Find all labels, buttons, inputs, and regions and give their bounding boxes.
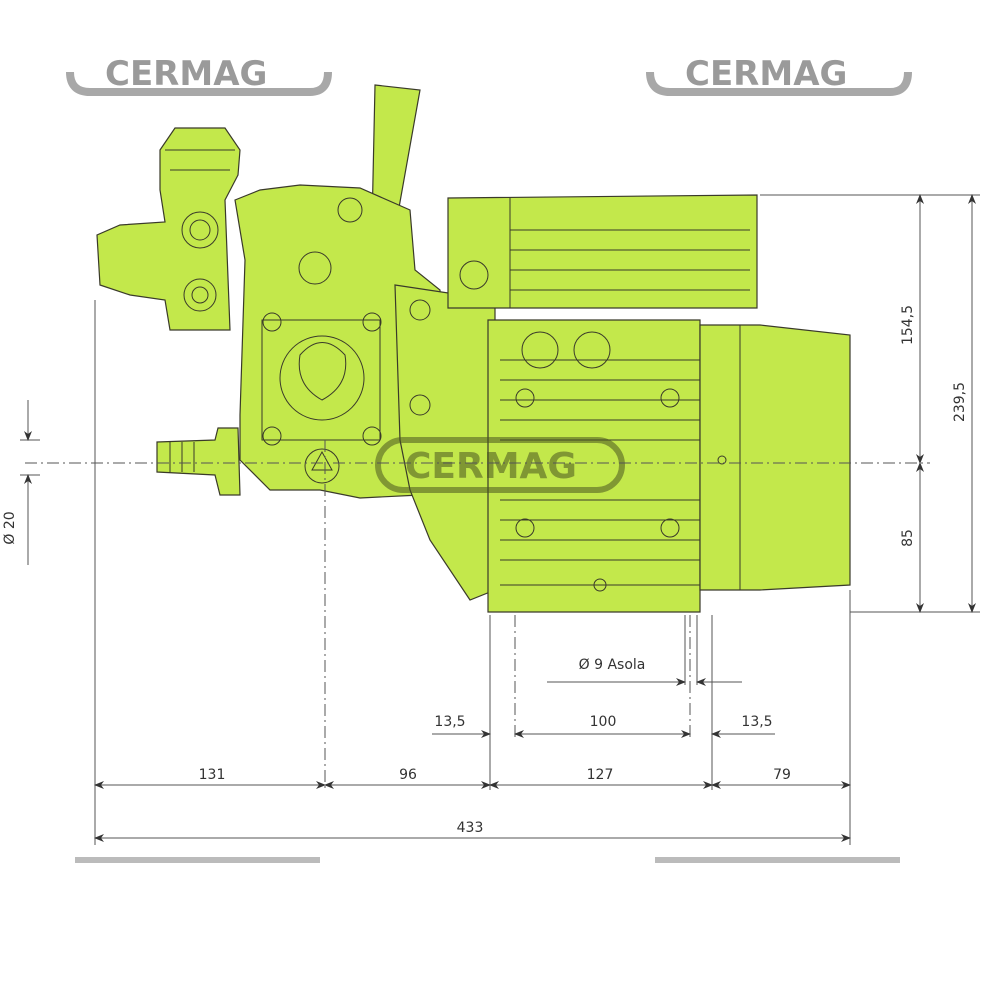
svg-text:CERMAG: CERMAG <box>685 54 847 94</box>
watermark-logo-top-left: CERMAG <box>66 54 332 96</box>
watermark-logo-center: CERMAG <box>375 437 625 493</box>
svg-text:CERMAG: CERMAG <box>105 54 267 94</box>
dim-100: 100 <box>590 714 617 730</box>
dim-slot: Ø 9 Asola <box>579 657 646 673</box>
dim-79: 79 <box>773 767 791 783</box>
dim-239-5: 239,5 <box>952 382 968 422</box>
dim-127: 127 <box>587 767 614 783</box>
watermark-logo-top-right: CERMAG <box>646 54 912 96</box>
pump-unit <box>96 84 496 601</box>
dim-13-5-left: 13,5 <box>434 714 465 730</box>
fan-cover <box>699 324 851 591</box>
outlet-nozzle <box>156 427 241 496</box>
extension-lines <box>20 194 980 845</box>
dimension-lines <box>24 194 976 842</box>
pressure-regulator <box>96 127 241 331</box>
motor-body <box>487 319 701 613</box>
electric-motor <box>447 194 851 613</box>
svg-text:CERMAG: CERMAG <box>405 446 577 487</box>
dim-433: 433 <box>457 820 484 836</box>
dim-outlet-diameter: Ø 20 <box>2 511 18 544</box>
dim-154-5: 154,5 <box>900 305 916 345</box>
dim-13-5-right: 13,5 <box>741 714 772 730</box>
terminal-box <box>447 194 758 309</box>
dim-131: 131 <box>199 767 226 783</box>
dim-85: 85 <box>900 529 916 547</box>
dim-96: 96 <box>399 767 417 783</box>
